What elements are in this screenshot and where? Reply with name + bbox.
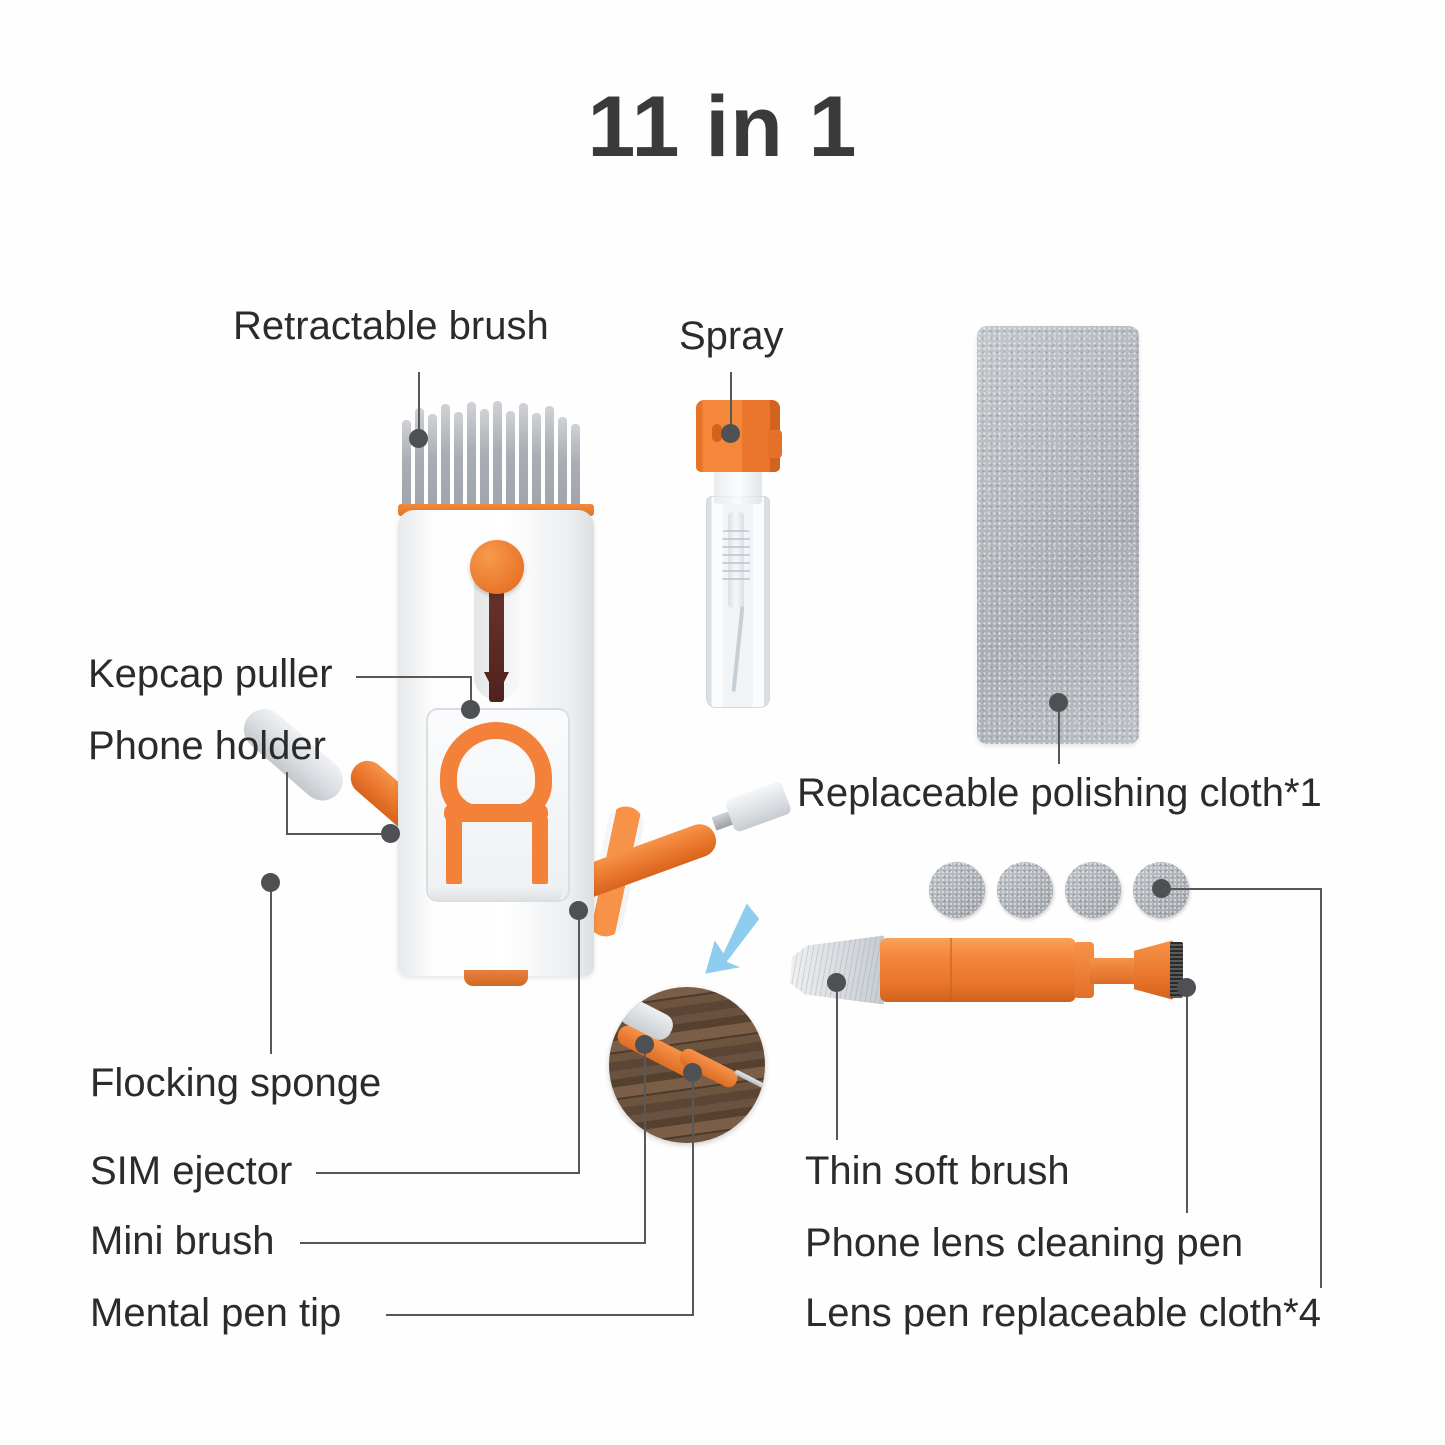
- phone-holder-base: [430, 884, 562, 900]
- leader-sim-h: [316, 1172, 580, 1174]
- inset-metal-pin: [733, 1069, 765, 1090]
- retractable-brush-bristles: [400, 400, 590, 512]
- label-sim-ejector: SIM ejector: [90, 1149, 293, 1193]
- lens-pad-1: [929, 862, 985, 918]
- dot-polishing-cloth: [1049, 693, 1068, 712]
- leader-sim-v: [578, 918, 580, 1172]
- label-mini-brush: Mini brush: [90, 1219, 275, 1263]
- dot-phone-holder: [381, 824, 400, 843]
- leader-polishing-cloth: [1058, 710, 1060, 764]
- lens-pad-2: [997, 862, 1053, 918]
- dot-spray: [721, 424, 740, 443]
- lens-pen-head: [1134, 940, 1174, 1000]
- label-lens-pen-cloth: Lens pen replaceable cloth*4: [805, 1291, 1321, 1335]
- dot-sim-ejector: [569, 901, 588, 920]
- spray-cap-notch: [712, 424, 722, 442]
- multitool-bottom-tab: [464, 970, 528, 986]
- lens-pen-neck: [1090, 958, 1142, 984]
- lens-pen-illustration: [790, 920, 1190, 1030]
- page-title: 11 in 1: [587, 79, 858, 175]
- leader-phone-holder-v: [286, 772, 288, 834]
- leader-thin-soft-brush: [836, 990, 838, 1140]
- brush-slider-knob: [470, 540, 524, 594]
- leader-kepcap-v: [470, 676, 472, 710]
- leader-retractable-brush: [418, 372, 420, 438]
- dot-lens-pen-cloth: [1152, 879, 1171, 898]
- leader-lens-cloth-v: [1320, 888, 1322, 1288]
- leader-mini-brush-v: [644, 1052, 646, 1242]
- leader-kepcap-h: [356, 676, 472, 678]
- dot-flocking-sponge: [261, 873, 280, 892]
- polishing-cloth-illustration: [977, 326, 1139, 744]
- leader-mental-pen-h: [386, 1314, 694, 1316]
- label-phone-holder: Phone holder: [88, 724, 326, 768]
- label-retractable-brush: Retractable brush: [233, 304, 549, 348]
- lens-pen-ring: [1074, 942, 1094, 998]
- label-kepcap-puller: Kepcap puller: [88, 652, 333, 696]
- dot-mini-brush: [635, 1035, 654, 1054]
- keycap-puller-leg-left: [446, 818, 462, 888]
- spray-spring: [722, 530, 750, 582]
- leader-lens-pen: [1186, 995, 1188, 1213]
- leader-flocking-sponge: [270, 890, 272, 1054]
- leader-spray: [730, 372, 732, 432]
- label-polishing-cloth: Replaceable polishing cloth*1: [797, 771, 1322, 815]
- spray-neck: [714, 468, 762, 504]
- label-spray: Spray: [679, 314, 784, 358]
- lens-pen-body: [880, 938, 1076, 1002]
- dot-thin-soft-brush: [827, 973, 846, 992]
- lens-pen-seam: [950, 938, 952, 1002]
- keycap-puller-leg-right: [532, 818, 548, 888]
- leader-mental-pen-v: [692, 1080, 694, 1314]
- brush-slider-stem: [489, 586, 504, 702]
- label-mental-pen-tip: Mental pen tip: [90, 1291, 342, 1335]
- multitool-illustration: [235, 400, 793, 1020]
- label-thin-soft-brush: Thin soft brush: [805, 1149, 1070, 1193]
- keycap-puller-bar: [444, 804, 548, 822]
- leader-lens-cloth-h: [1169, 888, 1321, 890]
- dot-mental-pen-tip: [683, 1063, 702, 1082]
- lens-pad-3: [1065, 862, 1121, 918]
- mini-brush-tip: [724, 780, 793, 833]
- leader-mini-brush-h: [300, 1242, 646, 1244]
- dot-kepcap-puller: [461, 700, 480, 719]
- zoom-arrow-icon: [699, 900, 761, 978]
- label-flocking-sponge: Flocking sponge: [90, 1061, 382, 1105]
- leader-phone-holder-h: [286, 833, 390, 835]
- spray-bottle-illustration: [690, 400, 790, 710]
- label-lens-cleaning-pen: Phone lens cleaning pen: [805, 1221, 1244, 1265]
- dot-retractable-brush: [409, 429, 428, 448]
- dot-lens-cleaning-pen: [1177, 978, 1196, 997]
- spray-cap-lip: [768, 430, 782, 458]
